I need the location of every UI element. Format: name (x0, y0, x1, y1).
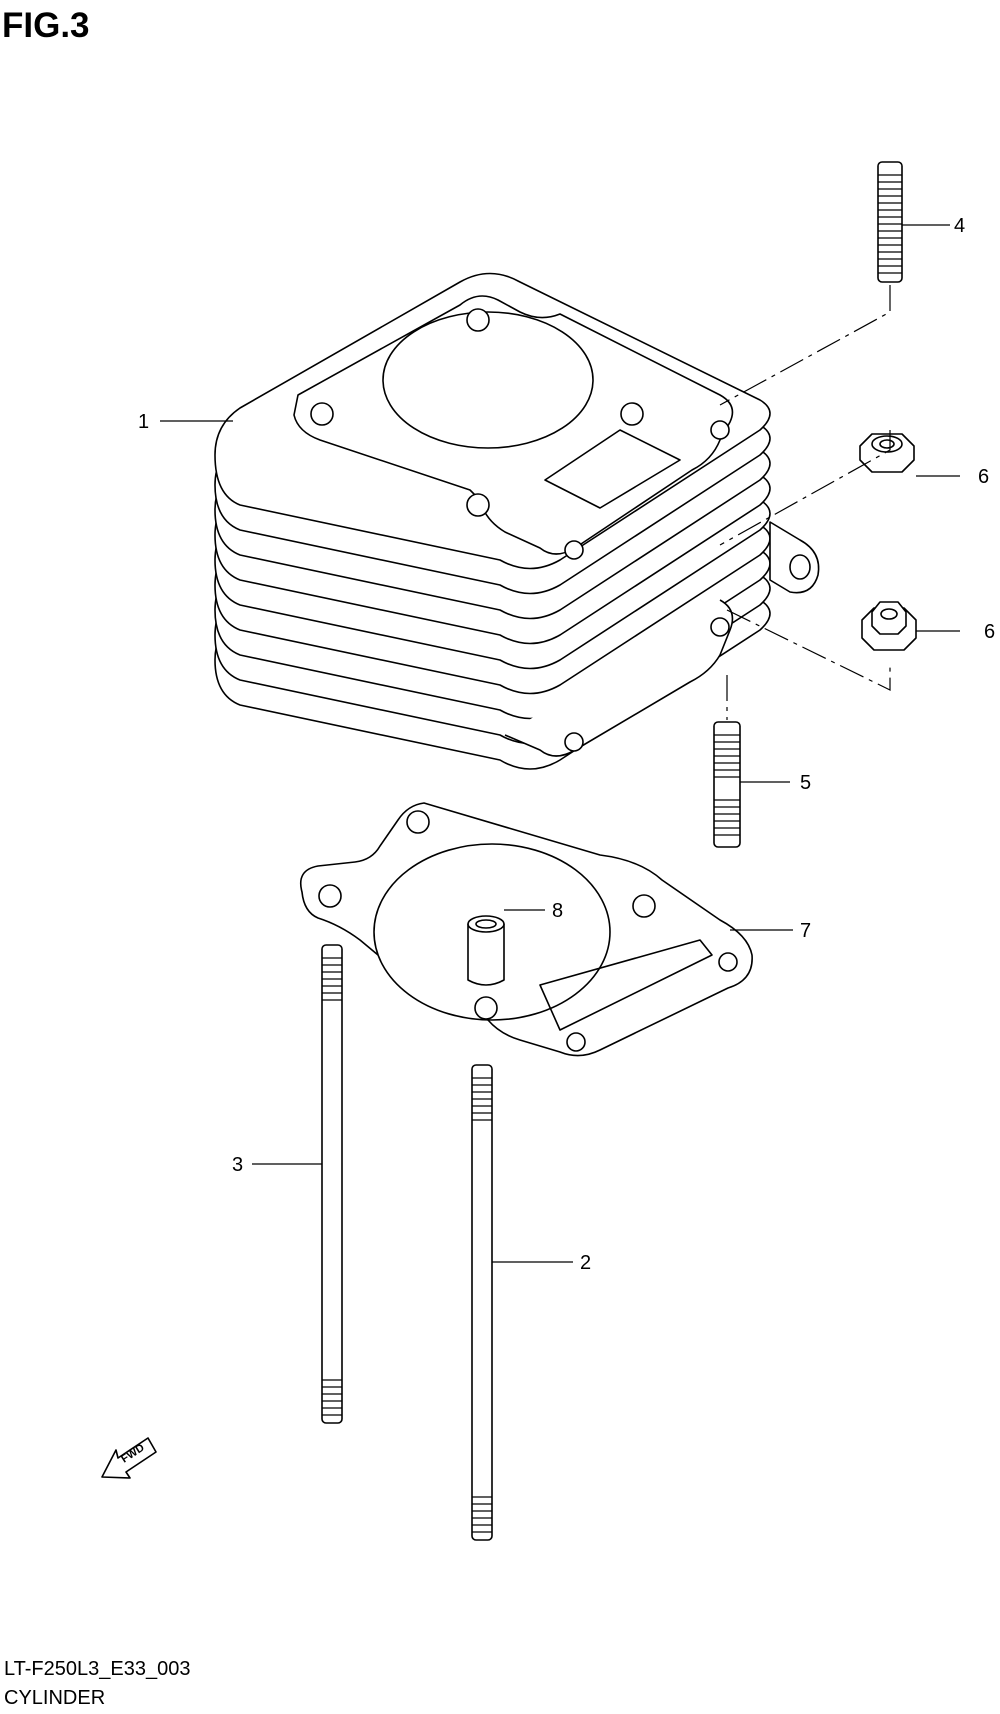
callout-8: 8 (552, 900, 563, 922)
callout-6-lower: 6 (984, 621, 995, 643)
callout-7: 7 (800, 920, 811, 942)
callout-numbers: 1 2 3 4 5 6 6 7 8 (138, 215, 995, 1274)
callout-1: 1 (138, 411, 149, 433)
callout-4: 4 (954, 215, 965, 237)
figure-code: LT-F250L3_E33_003 (4, 1658, 191, 1680)
nut-part-6-upper[interactable] (859, 433, 915, 473)
nut-part-6-lower[interactable] (861, 601, 917, 651)
figure-title: FIG.3 (2, 6, 90, 45)
callout-5: 5 (800, 772, 811, 794)
dowel-pin-part-8[interactable] (467, 915, 505, 986)
long-stud-part-3[interactable] (321, 944, 343, 1424)
leader-lines (160, 224, 960, 1263)
callout-6-upper: 6 (978, 466, 989, 488)
figure-name: CYLINDER (4, 1687, 106, 1709)
cylinder-base-gasket-part-7[interactable] (299, 802, 753, 1057)
fwd-arrow-icon: FWD (101, 1437, 157, 1479)
long-stud-part-2[interactable] (471, 1064, 493, 1541)
callout-3: 3 (232, 1154, 243, 1176)
alignment-lines (719, 285, 891, 720)
stud-bolt-part-4[interactable] (877, 161, 903, 283)
cylinder-part[interactable] (214, 272, 820, 770)
callout-2: 2 (580, 1252, 591, 1274)
stud-bolt-part-5[interactable] (713, 721, 741, 848)
